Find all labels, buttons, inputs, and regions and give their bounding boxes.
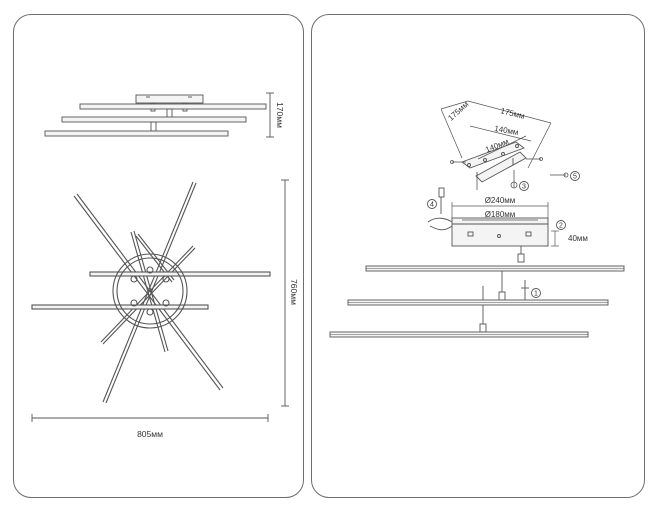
rod (100, 245, 196, 345)
front-view (31, 181, 271, 404)
installation-diagram-panel (311, 14, 645, 498)
callout-5: 5 (570, 171, 580, 181)
connector (479, 305, 487, 333)
height-dimension (266, 92, 274, 138)
bracket-diag-left-label: 175мм (446, 100, 470, 123)
canopy-dimensions (451, 202, 559, 247)
rod (130, 230, 169, 353)
svg-text:3: 3 (522, 184, 526, 191)
connector (482, 271, 506, 301)
screw-set (450, 157, 569, 190)
callout-4: 4 (427, 199, 437, 209)
overall-width-label: 805мм (137, 429, 163, 439)
overall-height-dimension (281, 179, 289, 407)
side-view (44, 94, 267, 137)
height-dimension-label: 170мм (275, 102, 285, 128)
bracket-dimensions (440, 100, 552, 169)
svg-text:4: 4 (430, 202, 434, 209)
screw (521, 280, 529, 300)
overall-width-dimension (31, 414, 269, 422)
canopy-inner-diameter-label: Ø180мм (485, 210, 516, 219)
mounting-ring (112, 253, 188, 329)
bracket-width-outer-label: 175мм (500, 106, 526, 121)
svg-text:2: 2 (559, 223, 563, 230)
svg-text:1: 1 (534, 291, 538, 298)
bracket-width-inner-label: 140мм (494, 124, 520, 137)
callout-2: 2 (556, 220, 566, 230)
callout-1: 1 (531, 288, 541, 298)
svg-text:5: 5 (573, 174, 577, 181)
canopy-height-label: 40мм (568, 234, 588, 243)
canopy (451, 217, 549, 247)
canopy-diameter-label: Ø240мм (485, 196, 516, 205)
connector (517, 246, 525, 263)
callout-3: 3 (519, 181, 529, 191)
mounting-bracket (461, 141, 527, 183)
overall-height-label: 760мм (289, 279, 299, 305)
